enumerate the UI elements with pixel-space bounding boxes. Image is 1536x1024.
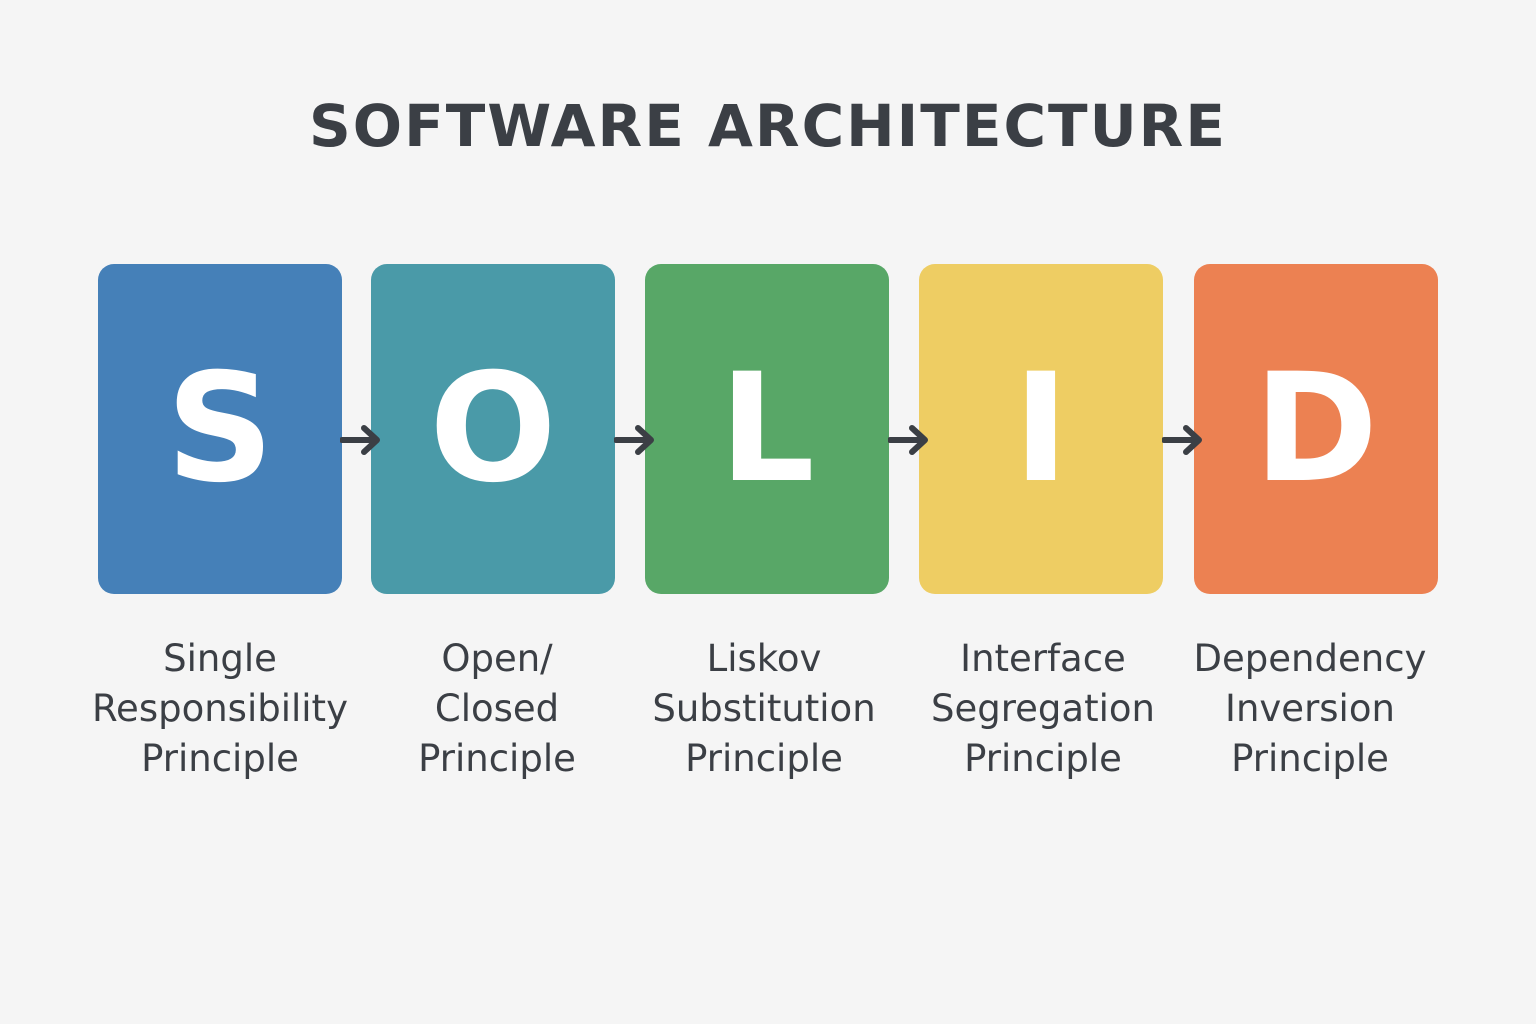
card-o-letter: O — [429, 342, 557, 516]
card-s-letter: S — [165, 342, 275, 516]
arrow-right-icon — [1162, 425, 1202, 455]
arrow-right-icon — [614, 425, 654, 455]
label-line: Liskov — [706, 637, 822, 680]
arrow-right-icon — [340, 425, 380, 455]
label-single-responsibility: Single Responsibility Principle — [70, 634, 370, 784]
label-line: Dependency — [1193, 637, 1427, 680]
label-line: Principle — [964, 737, 1122, 780]
label-line: Principle — [141, 737, 299, 780]
card-i-letter: I — [1013, 342, 1069, 516]
card-o: O — [371, 264, 615, 594]
diagram-title: SOFTWARE ARCHITECTURE — [309, 92, 1227, 160]
label-line: Single — [163, 637, 277, 680]
label-line: Principle — [1231, 737, 1389, 780]
label-line: Substitution — [652, 687, 876, 730]
label-interface-segregation: Interface Segregation Principle — [893, 634, 1193, 784]
card-d-letter: D — [1253, 342, 1379, 516]
card-i: I — [919, 264, 1163, 594]
label-line: Principle — [418, 737, 576, 780]
label-line: Closed — [434, 687, 560, 730]
card-l: L — [645, 264, 889, 594]
label-line: Open/ — [441, 637, 553, 680]
label-liskov-substitution: Liskov Substitution Principle — [614, 634, 914, 784]
label-line: Interface — [960, 637, 1126, 680]
card-d: D — [1194, 264, 1438, 594]
label-line: Segregation — [931, 687, 1155, 730]
card-s: S — [98, 264, 342, 594]
label-line: Principle — [685, 737, 843, 780]
label-dependency-inversion: Dependency Inversion Principle — [1160, 634, 1460, 784]
label-open-closed: Open/ Closed Principle — [347, 634, 647, 784]
label-line: Inversion — [1225, 687, 1395, 730]
arrow-right-icon — [888, 425, 928, 455]
label-line: Responsibility — [92, 687, 348, 730]
card-l-letter: L — [719, 342, 815, 516]
